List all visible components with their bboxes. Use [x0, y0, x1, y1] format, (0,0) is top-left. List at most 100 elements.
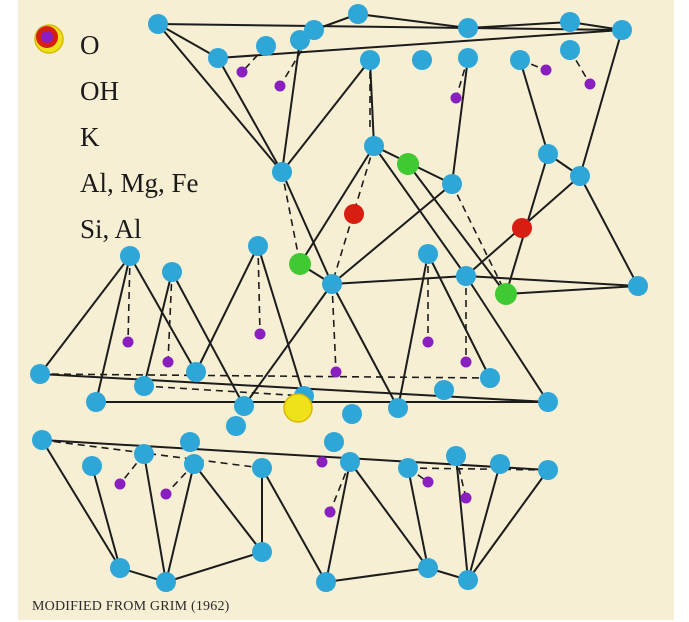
- bond-line: [41, 439, 121, 569]
- oxygen-atom: [560, 12, 580, 32]
- oxygen-atom: [418, 558, 438, 578]
- bond-line: [579, 29, 623, 177]
- bond-line: [455, 455, 469, 581]
- tetrahedral-cation-atom: [324, 506, 336, 518]
- bond-line: [325, 567, 429, 583]
- bond-line: [217, 29, 623, 59]
- crystal-lattice-drawing: [30, 4, 648, 592]
- bond-line: [467, 469, 549, 581]
- hidden-bond-line: [257, 245, 261, 335]
- oxygen-atom: [398, 458, 418, 478]
- bond-line: [299, 145, 375, 265]
- oxygen-atom: [30, 364, 50, 384]
- bond-line: [165, 463, 195, 583]
- oxygen-atom: [490, 454, 510, 474]
- oxygen-atom: [340, 452, 360, 472]
- bond-line: [331, 283, 399, 409]
- oxygen-atom: [256, 36, 276, 56]
- bond-line: [331, 275, 467, 285]
- oxygen-atom: [208, 48, 228, 68]
- octahedral-cation-atom: [344, 204, 364, 224]
- bond-line: [41, 439, 549, 471]
- legend-label: Si, Al: [80, 213, 142, 244]
- oxygen-atom: [32, 430, 52, 450]
- oxygen-atom: [348, 4, 368, 24]
- bond-line: [427, 253, 491, 379]
- tetrahedral-cation-atom: [316, 456, 328, 468]
- bond-line: [257, 245, 305, 397]
- bond-line: [129, 255, 197, 373]
- bond-line: [467, 463, 501, 581]
- tetrahedral-cation-atom: [422, 336, 434, 348]
- bond-line: [143, 271, 173, 387]
- oxygen-atom: [162, 262, 182, 282]
- oxygen-atom: [252, 542, 272, 562]
- legend-label: K: [80, 121, 100, 152]
- legend-label: OH: [80, 75, 119, 106]
- tetrahedral-cation-atom: [160, 488, 172, 500]
- oxygen-atom: [628, 276, 648, 296]
- source-credit: MODIFIED FROM GRIM (1962): [32, 599, 230, 614]
- bond-line: [217, 57, 283, 173]
- hidden-bond-line: [281, 171, 301, 265]
- tetrahedral-cation-atom: [330, 366, 342, 378]
- oxygen-atom: [226, 416, 246, 436]
- legend-item-potassium: K: [32, 24, 199, 160]
- bond-line: [281, 171, 333, 285]
- bond-line: [281, 39, 301, 173]
- oxygen-atom: [272, 162, 292, 182]
- oxygen-atom: [120, 246, 140, 266]
- bond-line: [397, 253, 429, 409]
- oxygen-atom: [458, 570, 478, 590]
- legend-item-octahedral-cation: Al, Mg, Fe: [32, 26, 199, 206]
- hidden-bond-line: [127, 255, 131, 343]
- bond-line: [171, 271, 245, 407]
- hidden-bond-line: [331, 283, 337, 373]
- oxygen-atom: [538, 460, 558, 480]
- tetrahedral-cation-atom: [450, 92, 462, 104]
- oxygen-atom: [184, 454, 204, 474]
- oxygen-atom: [442, 174, 462, 194]
- tetrahedral-cation-atom: [162, 356, 174, 368]
- bond-line: [451, 57, 469, 185]
- oxygen-atom: [538, 144, 558, 164]
- tetrahedral-cation-atom: [584, 78, 596, 90]
- oxygen-atom: [252, 458, 272, 478]
- bond-line: [193, 463, 263, 553]
- oxygen-atom: [570, 166, 590, 186]
- bond-line: [505, 285, 639, 295]
- bond-line: [281, 59, 371, 173]
- oxygen-atom: [248, 236, 268, 256]
- bond-line: [579, 175, 639, 287]
- oxygen-atom: [456, 266, 476, 286]
- oxygen-atom: [612, 20, 632, 40]
- tetrahedral-cation-atom: [460, 356, 472, 368]
- oxygen-atom: [316, 572, 336, 592]
- oxygen-atom: [324, 432, 344, 452]
- bond-line: [195, 245, 259, 373]
- bond-line: [261, 467, 327, 583]
- bond-line: [357, 13, 469, 29]
- hydroxyl-atom: [397, 153, 419, 175]
- bond-line: [39, 255, 131, 375]
- hidden-bond-line: [451, 183, 507, 295]
- oxygen-atom: [156, 572, 176, 592]
- bond-line: [407, 163, 507, 295]
- bond-line: [407, 467, 429, 569]
- hidden-bond-line: [329, 461, 351, 513]
- legend-item-hydroxyl: OH: [32, 26, 199, 114]
- oxygen-atom: [234, 396, 254, 416]
- oxygen-atom: [134, 376, 154, 396]
- octahedral-cation-atom: [512, 218, 532, 238]
- tetrahedral-cation-atom: [122, 336, 134, 348]
- tetrahedral-cation-atom: [254, 328, 266, 340]
- bond-line: [467, 21, 571, 29]
- legend-label: Al, Mg, Fe: [80, 167, 199, 198]
- potassium-atom: [283, 393, 313, 423]
- oxygen-atom: [560, 40, 580, 60]
- legend-label: O: [80, 29, 100, 60]
- oxygen-atom: [86, 392, 106, 412]
- oxygen-atom: [134, 444, 154, 464]
- bond-line: [143, 453, 167, 583]
- hidden-bond-line: [39, 373, 491, 379]
